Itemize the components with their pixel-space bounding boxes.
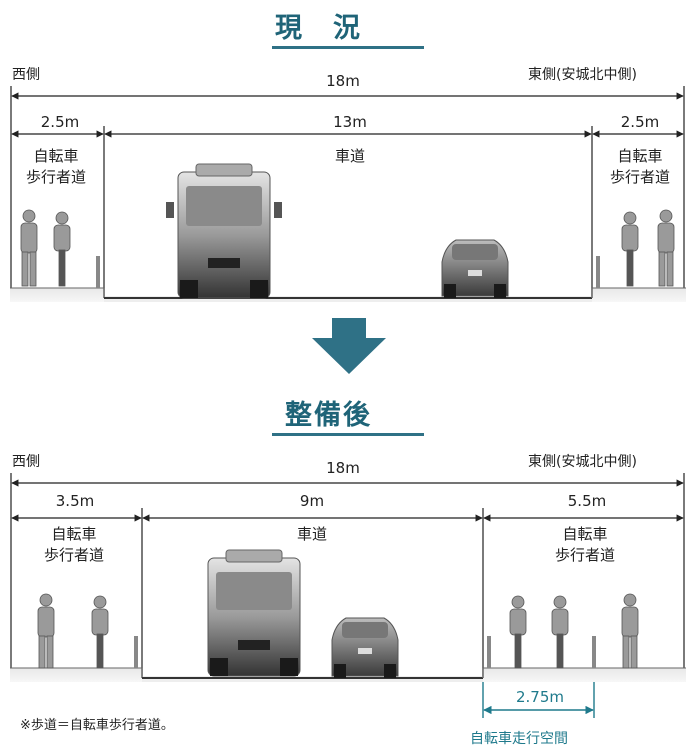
planned-east-label: 東側(安城北中側) <box>528 454 637 470</box>
current-title-underline <box>272 46 424 49</box>
current-left-zone: 自転車 歩行者道 <box>25 147 86 186</box>
current-center-zone: 車道 <box>334 147 365 165</box>
current-bus <box>166 163 282 299</box>
current-west-label: 西側 <box>12 67 40 83</box>
planned-center-zone: 車道 <box>296 525 327 543</box>
planned-total-width: 18m <box>326 459 360 477</box>
planned-left-zone: 自転車 歩行者道 <box>43 525 104 564</box>
planned-right-people <box>509 593 639 669</box>
planned-title: 整備後 <box>285 400 372 431</box>
current-car <box>441 239 509 298</box>
planned-west-label: 西側 <box>12 454 40 470</box>
current-east-label: 東側(安城北中側) <box>528 67 637 83</box>
planned-left-people <box>37 593 109 669</box>
bike-lane-dimension <box>482 682 595 718</box>
current-dimension-lines <box>10 86 685 300</box>
current-right-people <box>621 209 675 287</box>
planned-title-underline <box>272 433 424 436</box>
bike-lane-label: 自転車走行空間 <box>470 731 568 747</box>
footnote: ※歩道＝自転車歩行者道。 <box>20 718 174 733</box>
planned-car <box>331 617 399 678</box>
current-title: 現 況 <box>275 13 362 44</box>
down-arrow-icon <box>312 318 386 374</box>
current-left-width: 2.5m <box>40 113 80 131</box>
current-right-width: 2.5m <box>620 113 660 131</box>
planned-right-width: 5.5m <box>567 492 607 510</box>
planned-road <box>10 636 686 682</box>
planned-dimension-lines <box>10 473 685 680</box>
planned-left-width: 3.5m <box>55 492 95 510</box>
current-total-width: 18m <box>326 72 360 90</box>
current-road <box>10 256 686 302</box>
current-right-zone: 自転車 歩行者道 <box>609 147 670 186</box>
planned-bus <box>207 549 301 677</box>
bike-lane-width: 2.75m <box>515 688 564 706</box>
current-left-people <box>20 209 71 287</box>
planned-right-zone: 自転車 歩行者道 <box>554 525 615 564</box>
current-center-width: 13m <box>333 113 367 131</box>
planned-center-width: 9m <box>299 492 325 510</box>
